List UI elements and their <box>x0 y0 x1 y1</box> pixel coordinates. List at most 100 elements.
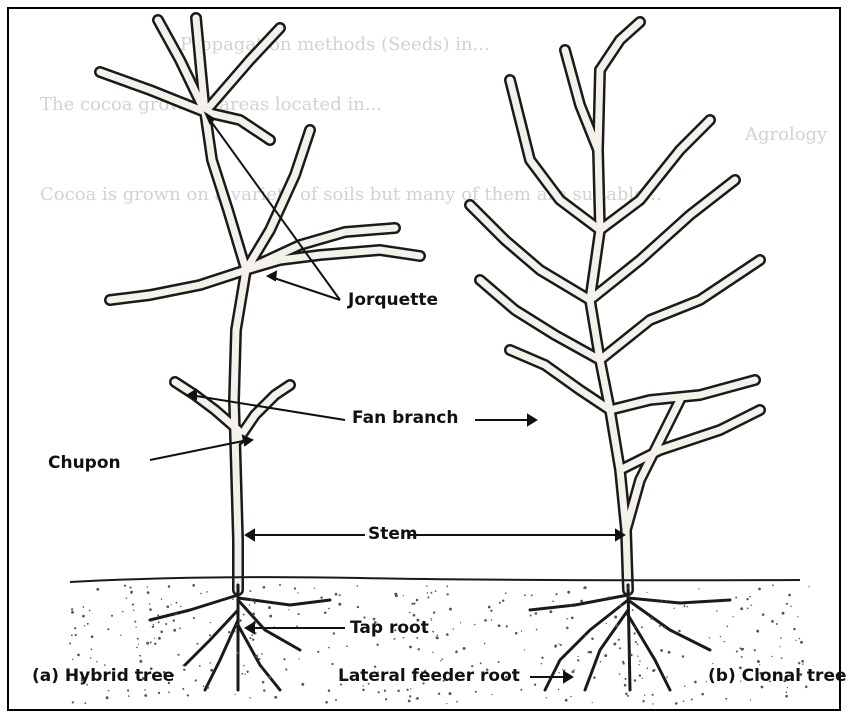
soil-speck <box>182 664 184 666</box>
soil-speck <box>261 653 263 655</box>
soil-speck <box>776 623 778 625</box>
soil-speck <box>139 660 142 663</box>
soil-speck <box>580 600 583 603</box>
soil-speck <box>684 685 685 686</box>
soil-speck <box>639 674 641 676</box>
clonal-tree <box>470 22 760 690</box>
soil-speck <box>650 617 652 619</box>
soil-speck <box>642 678 643 679</box>
soil-speck <box>652 703 653 704</box>
soil-speck <box>357 606 359 608</box>
soil-speck <box>554 645 557 648</box>
soil-speck <box>456 701 458 703</box>
soil-speck <box>192 584 195 587</box>
soil-speck <box>77 654 80 657</box>
soil-speck <box>431 620 432 621</box>
soil-speck <box>455 650 458 653</box>
soil-speck <box>786 691 788 693</box>
soil-speck <box>362 689 365 692</box>
soil-speck <box>570 604 572 606</box>
soil-speck <box>686 606 688 608</box>
soil-speck <box>524 594 526 596</box>
soil-speck <box>637 655 638 656</box>
soil-speck <box>149 603 150 604</box>
soil-speck <box>187 694 189 696</box>
soil-speck <box>641 626 643 628</box>
soil-speck <box>385 698 387 700</box>
soil-speck <box>726 625 728 627</box>
soil-speck <box>683 700 685 702</box>
soil-speck <box>90 657 91 658</box>
soil-speck <box>74 627 76 629</box>
soil-speck <box>154 643 156 645</box>
soil-speck <box>652 694 654 696</box>
soil-speck <box>793 628 796 631</box>
soil-speck <box>176 602 178 604</box>
soil-speck <box>639 660 641 662</box>
soil-speck <box>255 655 258 658</box>
soil-speck <box>346 645 348 647</box>
soil-speck <box>122 611 123 612</box>
soil-speck <box>577 659 579 661</box>
soil-speck <box>577 656 578 657</box>
ghost-line-1: Propagation methods (Seeds) in... <box>180 34 490 55</box>
soil-speck <box>570 696 572 698</box>
soil-speck <box>447 593 449 595</box>
soil-speck <box>72 659 73 660</box>
soil-speck <box>127 689 129 691</box>
soil-speck <box>566 618 568 620</box>
soil-speck <box>629 596 631 598</box>
soil-speck <box>634 632 636 634</box>
soil-speck <box>263 689 265 691</box>
soil-speck <box>150 641 152 643</box>
soil-speck <box>460 622 461 623</box>
soil-speck <box>663 626 665 628</box>
soil-speck <box>546 697 547 698</box>
hybrid-tree <box>100 18 420 690</box>
soil-speck <box>488 606 491 609</box>
soil-speck <box>106 696 109 699</box>
soil-speck <box>785 695 788 698</box>
soil-speck <box>136 647 138 649</box>
soil-speck <box>624 678 626 680</box>
hybrid-tree-roots <box>150 585 330 690</box>
soil-speck <box>328 647 330 649</box>
soil-speck <box>480 662 482 664</box>
soil-speck <box>72 701 74 703</box>
soil-speck <box>314 588 315 589</box>
soil-speck <box>378 691 380 693</box>
soil-speck <box>408 700 411 703</box>
soil-speck <box>288 609 289 610</box>
soil-speck <box>675 702 678 705</box>
soil-speck <box>251 634 253 636</box>
soil-speck <box>161 598 163 600</box>
soil-speck <box>168 691 170 693</box>
soil-speck <box>593 676 596 679</box>
soil-speck <box>111 615 113 617</box>
soil-speck <box>83 606 85 608</box>
soil-speck <box>84 625 85 626</box>
soil-speck <box>555 593 557 595</box>
soil-speck <box>135 627 136 628</box>
soil-speck <box>149 608 152 611</box>
soil-speck <box>584 635 586 637</box>
soil-speck <box>678 630 681 633</box>
soil-speck <box>403 595 404 596</box>
soil-speck <box>120 635 121 636</box>
soil-speck <box>440 660 441 661</box>
soil-speck <box>567 591 570 594</box>
soil-speck <box>132 604 134 606</box>
soil-speck <box>635 641 637 643</box>
soil-speck <box>749 596 751 598</box>
soil-speck <box>130 591 133 594</box>
soil-speck <box>236 624 238 626</box>
soil-speck <box>571 616 574 619</box>
soil-speck <box>165 623 167 625</box>
soil-speck <box>762 613 765 616</box>
soil-speck <box>771 620 774 623</box>
soil-speck <box>89 610 91 612</box>
soil-speck <box>210 622 211 623</box>
soil-speck <box>166 605 169 608</box>
